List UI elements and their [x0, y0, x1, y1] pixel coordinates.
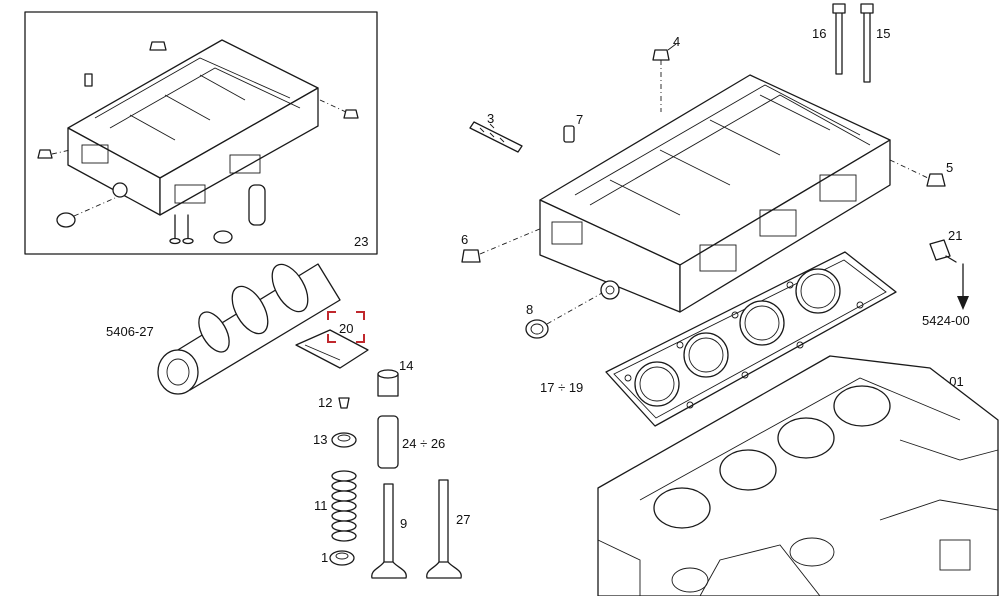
label-1: 1	[321, 550, 328, 565]
callout-20-marker	[327, 311, 365, 343]
label-13: 13	[313, 432, 327, 447]
label-11: 11	[314, 498, 328, 513]
inset-bolts	[169, 214, 194, 245]
label-5406-27: 5406-27	[106, 324, 154, 339]
cylinder-head	[539, 74, 891, 313]
inset-frame	[24, 11, 378, 255]
part-11-spring	[331, 470, 357, 542]
label-27: 27	[456, 512, 470, 527]
rocker-arm	[295, 329, 369, 369]
part-1-washer	[329, 550, 355, 566]
label-15: 15	[876, 26, 890, 41]
inset-seal	[56, 212, 76, 228]
label-7: 7	[576, 112, 583, 127]
inset-plug-right	[343, 109, 359, 119]
part-7-dowel	[563, 125, 575, 143]
label-20: 20	[339, 321, 353, 336]
inset-assembly-box: 23	[24, 11, 378, 255]
stud-16	[832, 3, 846, 75]
sensor-arrowhead	[957, 296, 969, 310]
inset-plug-left	[37, 149, 53, 159]
inset-dowel	[84, 73, 93, 87]
inset-washer	[213, 230, 233, 244]
label-3: 3	[487, 111, 494, 126]
part-12-collet	[338, 397, 350, 409]
part-4-cap	[652, 49, 670, 61]
part-5-plug	[926, 173, 946, 187]
label-23: 23	[354, 234, 368, 249]
stud-15	[860, 3, 874, 83]
part-3-stud	[469, 121, 523, 153]
part-9-valve	[371, 483, 407, 579]
label-6: 6	[461, 232, 468, 247]
label-5424-00: 5424-00	[922, 313, 970, 328]
part-14-tappet	[377, 369, 399, 397]
engine-block	[597, 355, 999, 596]
part-13-retainer	[331, 432, 357, 448]
label-5: 5	[946, 160, 953, 175]
inset-cylinder-head	[67, 39, 319, 216]
part-24-26-guide	[377, 415, 399, 469]
label-4: 4	[673, 34, 680, 49]
part-6-plug	[461, 249, 481, 263]
part-21-sensor	[929, 239, 957, 263]
label-8: 8	[526, 302, 533, 317]
inset-cap	[149, 41, 167, 51]
label-17-19: 17 ÷ 19	[540, 380, 583, 395]
part-27-valve	[426, 479, 462, 579]
label-12: 12	[318, 395, 332, 410]
part-8-seal	[525, 319, 549, 339]
label-16: 16	[812, 26, 826, 41]
inset-sleeve	[248, 184, 266, 226]
label-24-26: 24 ÷ 26	[402, 436, 445, 451]
label-21: 21	[948, 228, 962, 243]
camshaft	[157, 263, 341, 395]
head-gasket	[605, 251, 897, 427]
label-9: 9	[400, 516, 407, 531]
label-14: 14	[399, 358, 413, 373]
